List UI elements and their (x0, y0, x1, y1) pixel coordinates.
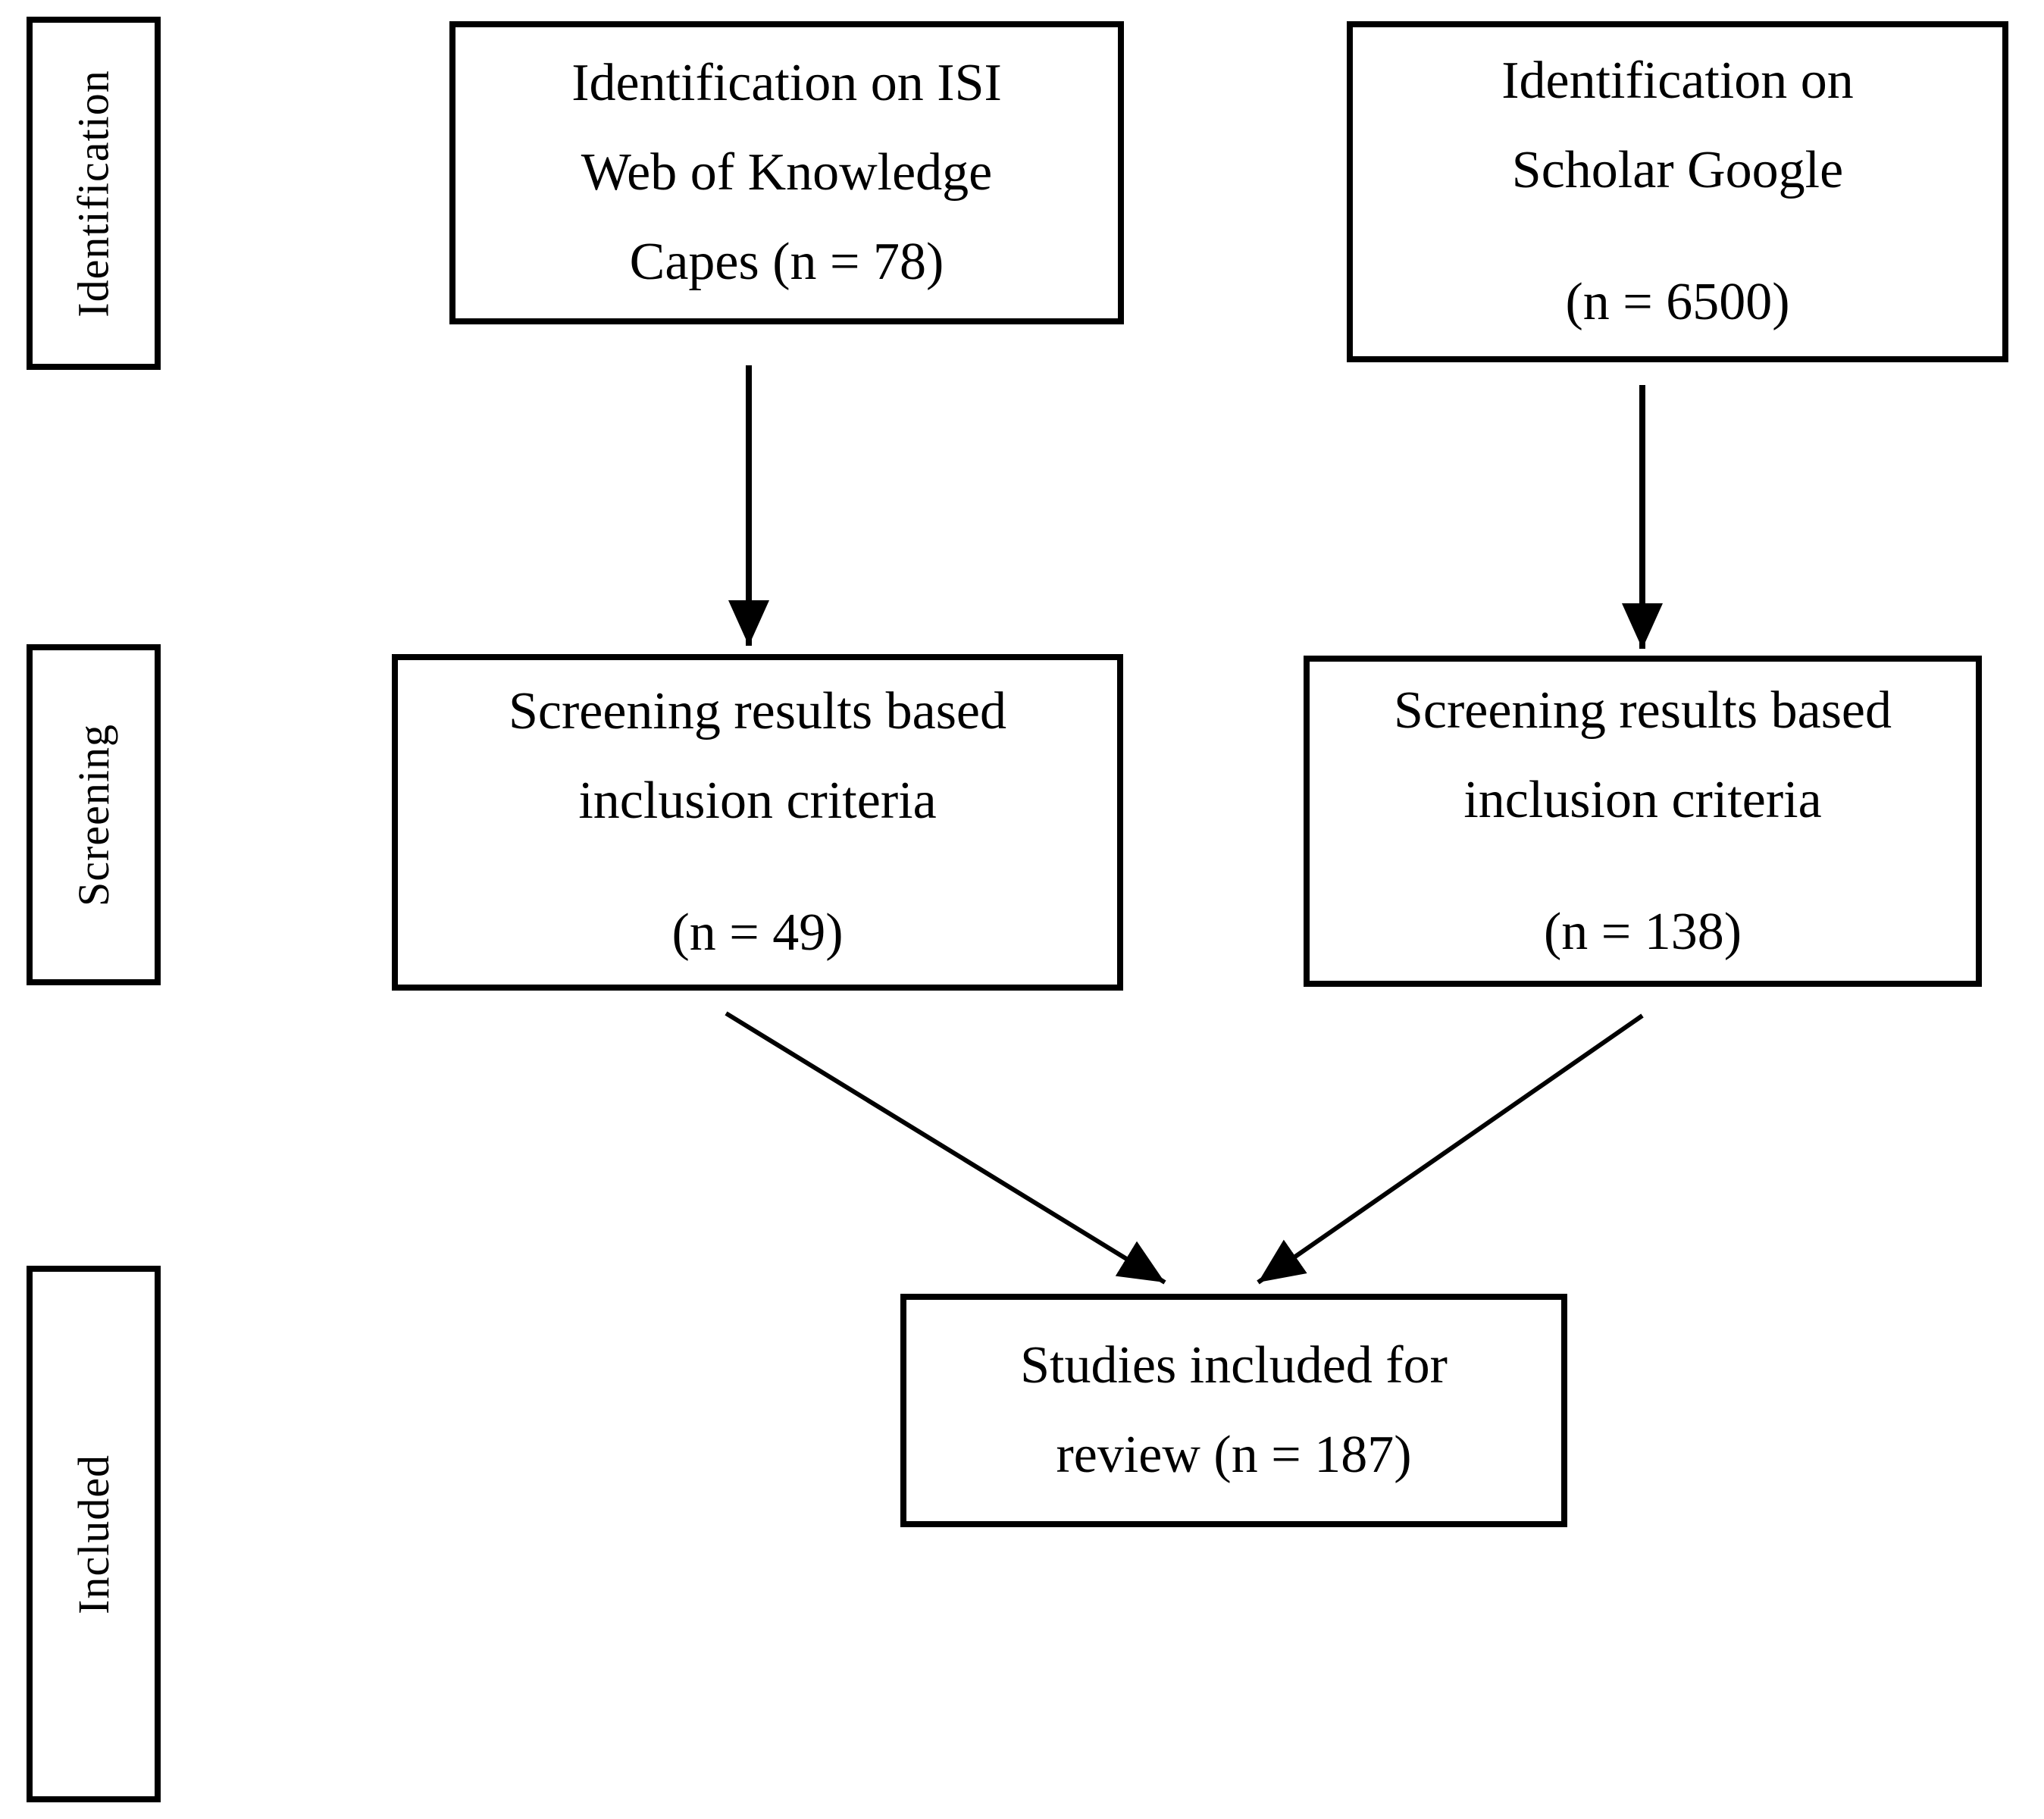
box-text-line: Identification on (1501, 52, 1854, 110)
stage-label-screening: Screening (69, 723, 119, 906)
box-count-line: Capes (n = 78) (629, 233, 944, 291)
box-text-line: inclusion criteria (578, 772, 937, 830)
stage-box-screening: Screening (27, 644, 161, 985)
arrow-screening-scholar-to-included (1257, 1013, 1644, 1285)
stage-box-identification: Identification (27, 17, 161, 370)
box-count-line: (n = 138) (1543, 902, 1742, 961)
box-count-line: (n = 6500) (1565, 273, 1790, 331)
stage-label-included: Included (69, 1454, 119, 1614)
box-text-line: Screening results based (1393, 681, 1892, 740)
box-included-studies: Studies included for review (n = 187) (900, 1294, 1567, 1527)
box-text-line: Screening results based (508, 682, 1007, 740)
box-text-line: Studies included for (1020, 1336, 1448, 1395)
box-text-line: Scholar Google (1511, 141, 1844, 199)
box-text-line: Identification on ISI (571, 54, 1002, 112)
box-text-line: review (n = 187) (1056, 1426, 1412, 1484)
box-count-line: (n = 49) (671, 903, 844, 962)
arrow-screening-isi-to-included (725, 1011, 1166, 1285)
box-text-line: inclusion criteria (1463, 770, 1822, 829)
box-identification-isi: Identification on ISI Web of Knowledge C… (449, 21, 1124, 324)
stage-box-included: Included (27, 1266, 161, 1802)
box-text-line: Web of Knowledge (581, 143, 993, 202)
box-screening-scholar: Screening results based inclusion criter… (1304, 656, 1982, 987)
box-screening-isi: Screening results based inclusion criter… (392, 654, 1123, 991)
box-identification-scholar: Identification on Scholar Google (n = 65… (1347, 21, 2008, 362)
stage-label-identification: Identification (69, 69, 118, 318)
